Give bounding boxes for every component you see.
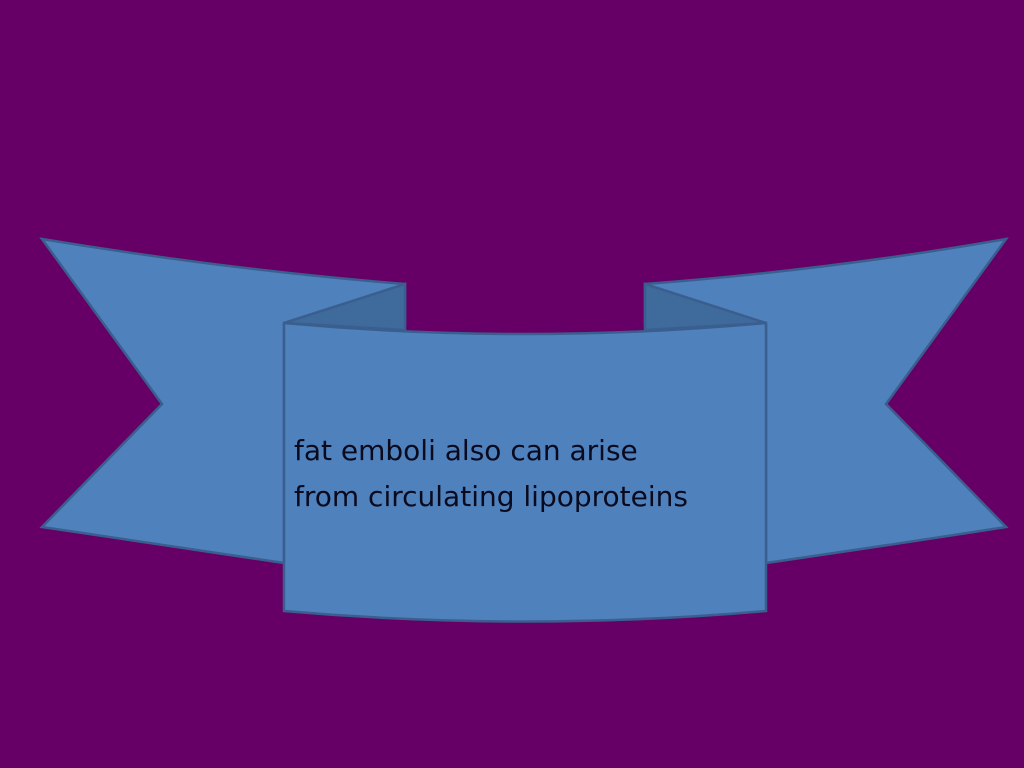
banner-text: fat emboli also can arise from circulati… [294, 428, 764, 520]
ribbon-right-fold [643, 282, 767, 332]
banner-text-line-2: from circulating lipoproteins [294, 480, 688, 513]
ribbon-center-panel [282, 321, 768, 623]
ribbon-left-fold [283, 282, 407, 332]
banner-text-line-1: fat emboli also can arise [294, 434, 638, 467]
